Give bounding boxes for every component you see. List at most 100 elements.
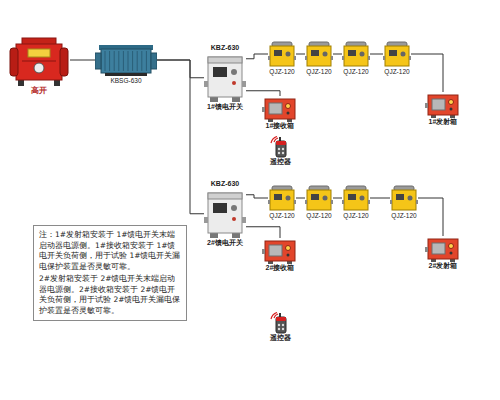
starter-box: QJZ-120 — [268, 184, 296, 220]
note-box: 注：1#发射箱安装于 1#馈电开关末端启动器电源侧。1#接收箱安装于 1#馈电开… — [33, 225, 187, 321]
cooling-fin — [118, 51, 119, 71]
cooling-fin — [128, 51, 129, 71]
high-voltage-switch-icon — [8, 34, 70, 86]
remote-control-icon — [268, 312, 292, 334]
cable-gland — [416, 200, 418, 204]
starter-box-icon — [305, 184, 333, 212]
box-body — [428, 95, 458, 115]
switch-foot — [232, 97, 240, 102]
cooling-fin — [114, 51, 115, 71]
device-label: 1#接收箱 — [266, 122, 295, 131]
box-panel — [432, 99, 445, 110]
cable-gland — [262, 249, 265, 254]
starter-window — [389, 50, 397, 56]
starter-body — [307, 46, 331, 66]
power-cable — [157, 60, 204, 214]
remote-button — [282, 152, 284, 154]
transformer-base — [105, 73, 147, 76]
cable-gland — [305, 56, 307, 60]
remote-control: 遥控器 — [268, 312, 292, 343]
remote-head — [276, 141, 286, 145]
display-window — [213, 67, 227, 77]
remote-body — [276, 317, 286, 333]
starter-body — [392, 190, 416, 210]
transformer-end-box — [151, 53, 157, 69]
cable-gland — [262, 107, 265, 112]
switch-top-band — [208, 193, 242, 199]
mining-transformer: KBSG-630 — [95, 43, 157, 85]
starter-knob — [323, 52, 328, 57]
power-cable — [370, 198, 390, 199]
box-lamp — [450, 252, 453, 255]
cooling-fin — [141, 51, 142, 71]
starter-window — [311, 50, 319, 56]
switch-foot — [210, 233, 218, 238]
feeder-switch: KBZ-6301#馈电开关 — [204, 44, 246, 112]
receiver-box-icon — [262, 238, 298, 264]
control-knob — [231, 69, 237, 75]
device-label: KBZ-630 — [211, 44, 239, 53]
starter-box: QJZ-120 — [342, 184, 370, 220]
starter-box-icon — [390, 184, 418, 212]
starter-box: QJZ-120 — [383, 40, 411, 76]
switch-body — [208, 57, 242, 97]
transmitter-box: 2#发射箱 — [425, 236, 461, 271]
cabinet-body — [16, 44, 62, 80]
box-panel — [432, 243, 445, 254]
cable-gland — [425, 103, 428, 108]
device-label: 遥控器 — [270, 334, 291, 343]
cable-gland — [331, 56, 333, 60]
cabinet-end-cap — [60, 48, 68, 76]
box-knob — [286, 104, 291, 109]
remote-head — [276, 317, 286, 321]
transformer-end-box — [95, 53, 101, 69]
device-label: KBSG-630 — [110, 77, 141, 85]
cable-gland — [268, 56, 270, 60]
cooling-fin — [105, 51, 106, 71]
cable-gland — [342, 56, 344, 60]
device-label: QJZ-120 — [306, 212, 331, 220]
device-label: 遥控器 — [270, 158, 291, 167]
power-cable — [70, 60, 95, 61]
transformer-body — [101, 49, 151, 73]
cooling-fin — [146, 51, 147, 71]
cabinet-seam — [22, 61, 56, 62]
device-label: 1#发射箱 — [429, 118, 458, 127]
cable-gland — [342, 200, 344, 204]
starter-window — [348, 50, 356, 56]
starter-body — [344, 190, 368, 210]
power-cable — [246, 195, 268, 198]
device-label: QJZ-120 — [343, 212, 368, 220]
transmitter-box-icon — [425, 92, 461, 118]
cable-gland — [390, 200, 392, 204]
power-cable — [246, 227, 280, 238]
cooling-fin — [132, 51, 133, 71]
device-label: 高开 — [31, 86, 47, 96]
starter-box: QJZ-120 — [305, 184, 333, 220]
box-panel — [269, 103, 282, 114]
power-cable — [246, 91, 280, 96]
device-label: QJZ-120 — [343, 68, 368, 76]
gauge-window — [34, 63, 44, 73]
device-label: 2#馈电开关 — [207, 239, 243, 248]
device-label: QJZ-120 — [269, 212, 294, 220]
remote-button — [282, 148, 284, 150]
power-cable — [411, 54, 443, 92]
starter-box-icon — [342, 184, 370, 212]
feeder-switch-icon — [204, 189, 246, 239]
cable-gland — [294, 200, 296, 204]
box-body — [265, 241, 295, 261]
remote-body — [276, 141, 286, 157]
starter-body — [270, 46, 294, 66]
control-knob — [231, 205, 237, 211]
cooling-fin — [109, 51, 110, 71]
starter-body — [344, 46, 368, 66]
box-lamp — [287, 254, 290, 257]
device-label: KBZ-630 — [211, 180, 239, 189]
starter-window — [311, 194, 319, 200]
starter-box: QJZ-120 — [268, 40, 296, 76]
power-cable — [333, 54, 342, 55]
mining-transformer-icon — [95, 43, 157, 77]
